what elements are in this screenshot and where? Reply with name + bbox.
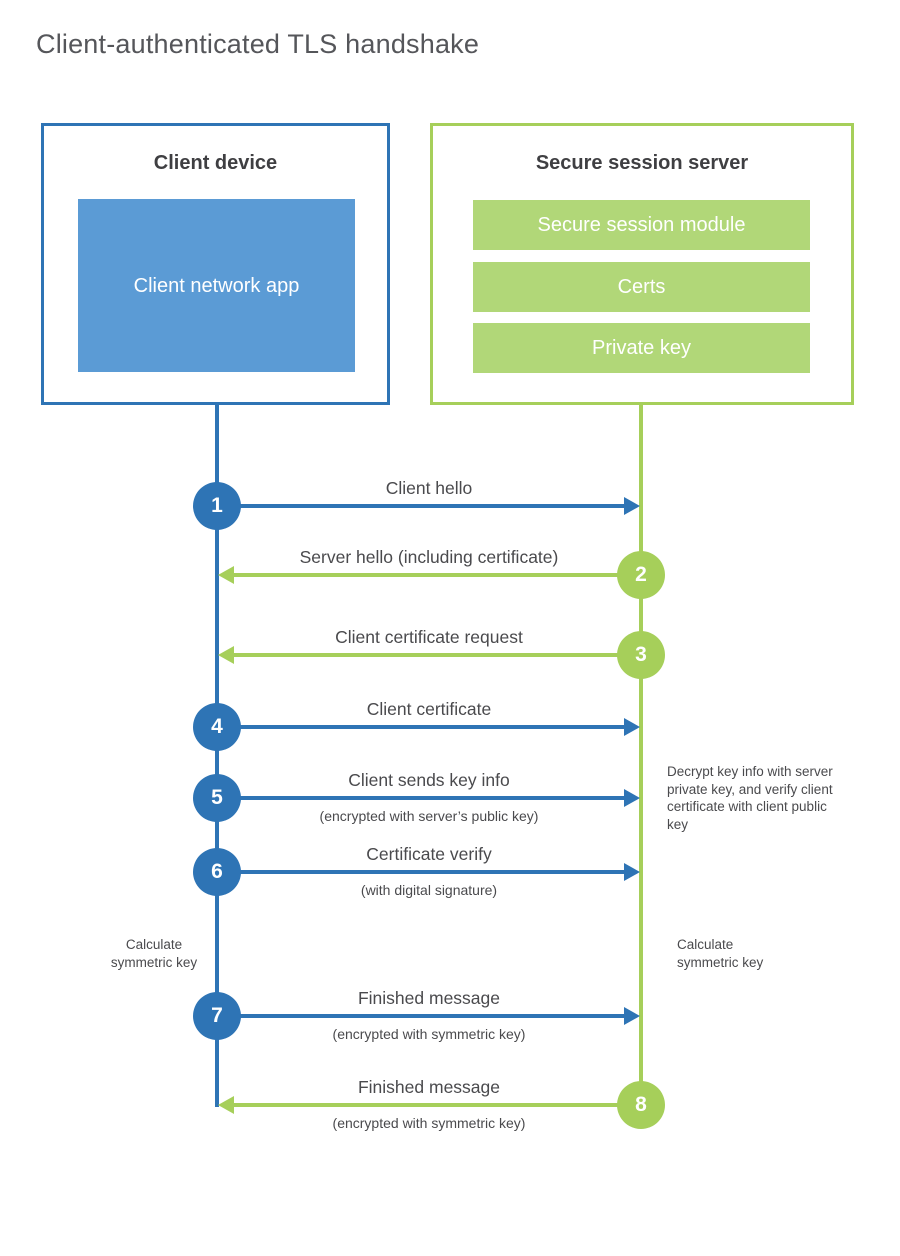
server-module-secure-session: Secure session module (473, 200, 810, 250)
step-7-sublabel: (encrypted with symmetric key) (332, 1026, 526, 1042)
secure-session-server-title: Secure session server (535, 152, 749, 174)
page-title: Client-authenticated TLS handshake (36, 29, 480, 59)
client-network-app-label: Client network app (133, 274, 300, 297)
step-6-arrow (217, 870, 625, 874)
client-lifeline (215, 405, 219, 1107)
step-5-badge: 5 (193, 774, 241, 822)
step-1-label: Client hello (385, 478, 473, 498)
step-5-arrow (217, 796, 625, 800)
step-1-arrow (217, 504, 625, 508)
step-7-arrow (217, 1014, 625, 1018)
step-4-label: Client certificate (366, 699, 492, 719)
step-6-label: Certificate verify (366, 844, 492, 864)
step-2-arrowhead-icon (218, 566, 234, 584)
calc-symmetric-key-left: Calculate symmetric key (110, 937, 198, 970)
step-6-arrowhead-icon (624, 863, 640, 881)
step-3-badge: 3 (617, 631, 665, 679)
client-network-app-box: Client network app (78, 199, 355, 372)
step-4-arrow (217, 725, 625, 729)
server-module-certs: Certs (473, 262, 810, 312)
step-7-badge: 7 (193, 992, 241, 1040)
step-6-sublabel: (with digital signature) (360, 882, 498, 898)
server-module-private-key: Private key (473, 323, 810, 373)
step-1-badge: 1 (193, 482, 241, 530)
server-lifeline (639, 405, 643, 1105)
step-8-label: Finished message (357, 1077, 501, 1097)
step-7-label: Finished message (357, 988, 501, 1008)
step-7-arrowhead-icon (624, 1007, 640, 1025)
client-device-title: Client device (153, 152, 278, 174)
step-2-arrow (233, 573, 641, 577)
step-3-label: Client certificate request (335, 627, 523, 647)
step-3-arrowhead-icon (218, 646, 234, 664)
step-8-arrowhead-icon (218, 1096, 234, 1114)
step-5-sublabel: (encrypted with server’s public key) (319, 808, 539, 824)
step-2-label: Server hello (including certificate) (299, 547, 559, 567)
step-5-label: Client sends key info (348, 770, 510, 790)
step-1-arrowhead-icon (624, 497, 640, 515)
calc-symmetric-key-right: Calculate symmetric key (677, 937, 764, 970)
server-decrypt-note: Decrypt key info with server private key… (667, 764, 833, 832)
step-8-arrow (233, 1103, 641, 1107)
step-2-badge: 2 (617, 551, 665, 599)
step-8-sublabel: (encrypted with symmetric key) (332, 1115, 526, 1131)
step-3-arrow (233, 653, 641, 657)
step-4-arrowhead-icon (624, 718, 640, 736)
step-6-badge: 6 (193, 848, 241, 896)
step-5-arrowhead-icon (624, 789, 640, 807)
step-8-badge: 8 (617, 1081, 665, 1129)
step-4-badge: 4 (193, 703, 241, 751)
